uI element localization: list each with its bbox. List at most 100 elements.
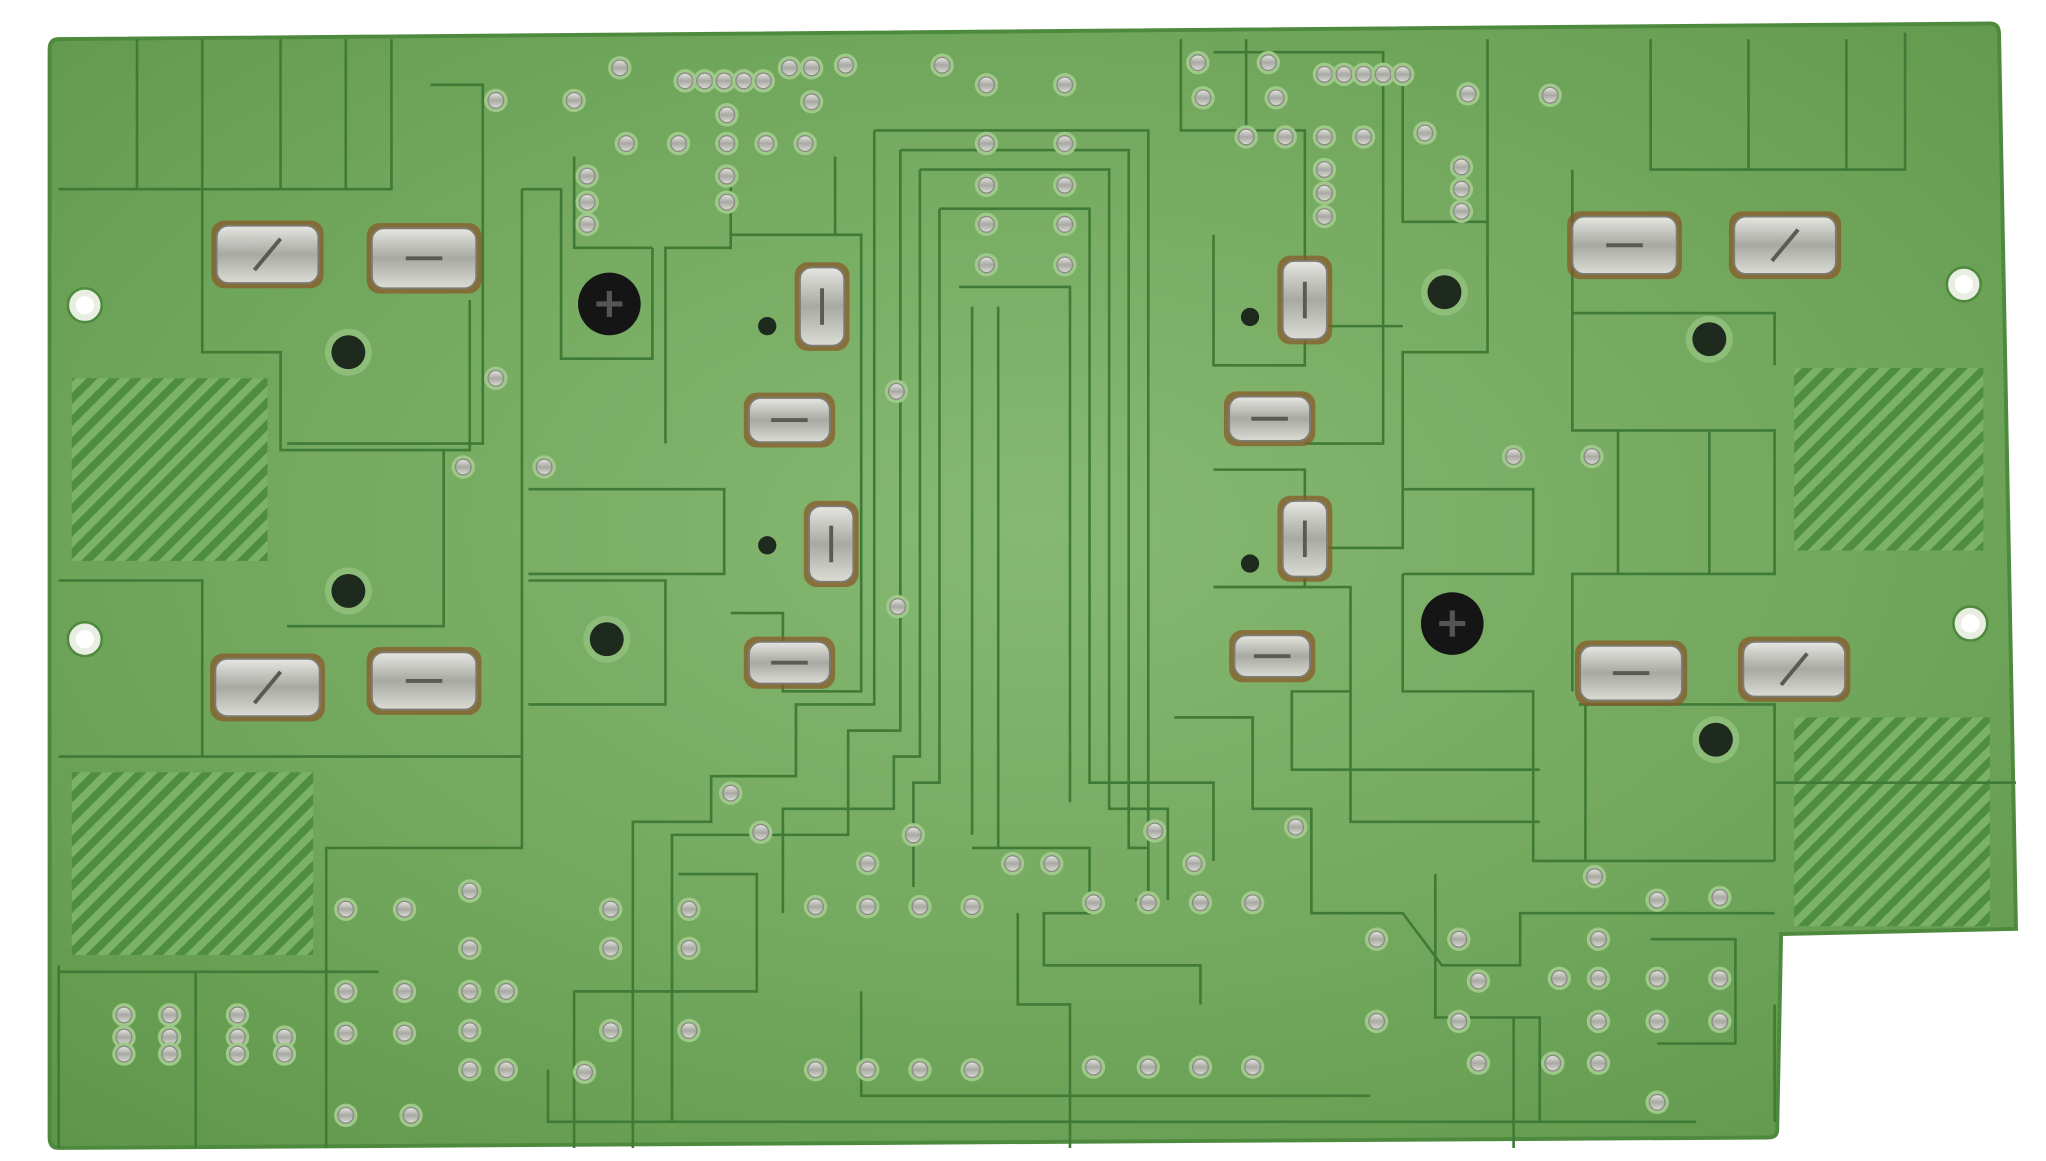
via-solder	[454, 458, 472, 476]
via	[855, 851, 880, 876]
via	[598, 897, 623, 921]
via-solder	[1452, 202, 1470, 220]
via	[225, 1003, 250, 1027]
via-solder	[229, 1045, 246, 1063]
via-solder	[859, 1061, 877, 1079]
via-solder	[1084, 1058, 1102, 1076]
via	[754, 131, 778, 156]
via	[112, 1042, 136, 1066]
via-solder	[1469, 1054, 1487, 1072]
via	[855, 894, 880, 919]
trace	[200, 189, 472, 452]
hole	[331, 335, 366, 370]
via	[1708, 966, 1732, 991]
via-solder	[115, 1006, 133, 1024]
via	[112, 1003, 136, 1027]
via	[575, 190, 599, 214]
solder-pad	[1567, 211, 1682, 280]
via	[1390, 62, 1415, 87]
via-solder	[977, 135, 995, 152]
via-solder	[1056, 176, 1074, 194]
via-solder	[680, 900, 698, 918]
via	[272, 1025, 297, 1049]
trace	[1434, 874, 1542, 1122]
screw-icon	[578, 272, 641, 336]
via-solder	[229, 1006, 246, 1024]
via-solder	[1185, 855, 1203, 873]
trace	[859, 991, 1371, 1098]
solder-pad	[366, 647, 482, 715]
via	[598, 1018, 623, 1043]
via	[1053, 212, 1077, 237]
small-hole	[1240, 554, 1260, 573]
trace	[572, 156, 653, 250]
via	[712, 69, 736, 93]
via	[1586, 966, 1611, 991]
via	[1547, 966, 1572, 991]
via	[715, 190, 739, 214]
via-solder	[1004, 855, 1022, 873]
trace	[1213, 585, 1540, 771]
via	[458, 879, 482, 903]
via-solder	[402, 1106, 420, 1124]
via	[1538, 83, 1562, 107]
via	[494, 979, 519, 1004]
via-solder	[487, 91, 505, 109]
via-solder	[337, 900, 355, 918]
small-hole	[758, 316, 777, 336]
hatch-area	[71, 378, 268, 561]
hatched-copper-areas	[71, 367, 1990, 955]
via	[1053, 131, 1077, 156]
via-solder	[859, 855, 877, 873]
via	[1240, 890, 1265, 915]
via-solder	[487, 369, 505, 387]
via-solder	[611, 59, 629, 77]
via	[1136, 890, 1161, 915]
via-solder	[963, 1061, 981, 1079]
via	[974, 173, 999, 197]
via-solder	[396, 900, 413, 918]
via	[1312, 125, 1337, 149]
solder-pad	[1728, 211, 1842, 280]
via	[799, 90, 824, 114]
trace	[287, 450, 445, 628]
mounting-hole	[1961, 614, 1980, 633]
via-solder	[1459, 85, 1477, 103]
via	[562, 88, 586, 113]
solder-pads	[210, 211, 1851, 722]
via	[575, 212, 599, 237]
via	[715, 131, 739, 156]
trace	[1649, 32, 1907, 171]
via	[1312, 181, 1337, 205]
via-solder	[807, 1061, 825, 1079]
via-solder	[1244, 1058, 1262, 1076]
via-solder	[722, 784, 740, 802]
via	[677, 936, 701, 961]
via-solder	[337, 1024, 355, 1042]
trace	[1179, 39, 1307, 367]
via-solder	[670, 135, 688, 152]
solder-pad	[794, 262, 850, 351]
trace	[959, 285, 1072, 803]
via	[334, 1021, 358, 1045]
solder-vias	[112, 50, 1732, 1128]
solder-pad	[743, 392, 836, 448]
via	[451, 455, 475, 479]
via	[392, 897, 417, 921]
via-solder	[1589, 1012, 1607, 1030]
via	[1645, 1009, 1669, 1034]
via	[1312, 157, 1337, 182]
trace	[1402, 487, 1535, 576]
via-solder	[904, 826, 922, 844]
via-solder	[680, 1022, 698, 1040]
via-solder	[752, 823, 770, 841]
via	[1000, 851, 1025, 876]
via-solder	[1191, 1058, 1209, 1076]
via-solder	[807, 898, 825, 916]
via-solder	[1237, 128, 1255, 146]
via	[1188, 1055, 1213, 1079]
via-solder	[676, 72, 694, 90]
via	[960, 894, 984, 919]
via-solder	[115, 1045, 133, 1063]
via	[666, 131, 691, 156]
